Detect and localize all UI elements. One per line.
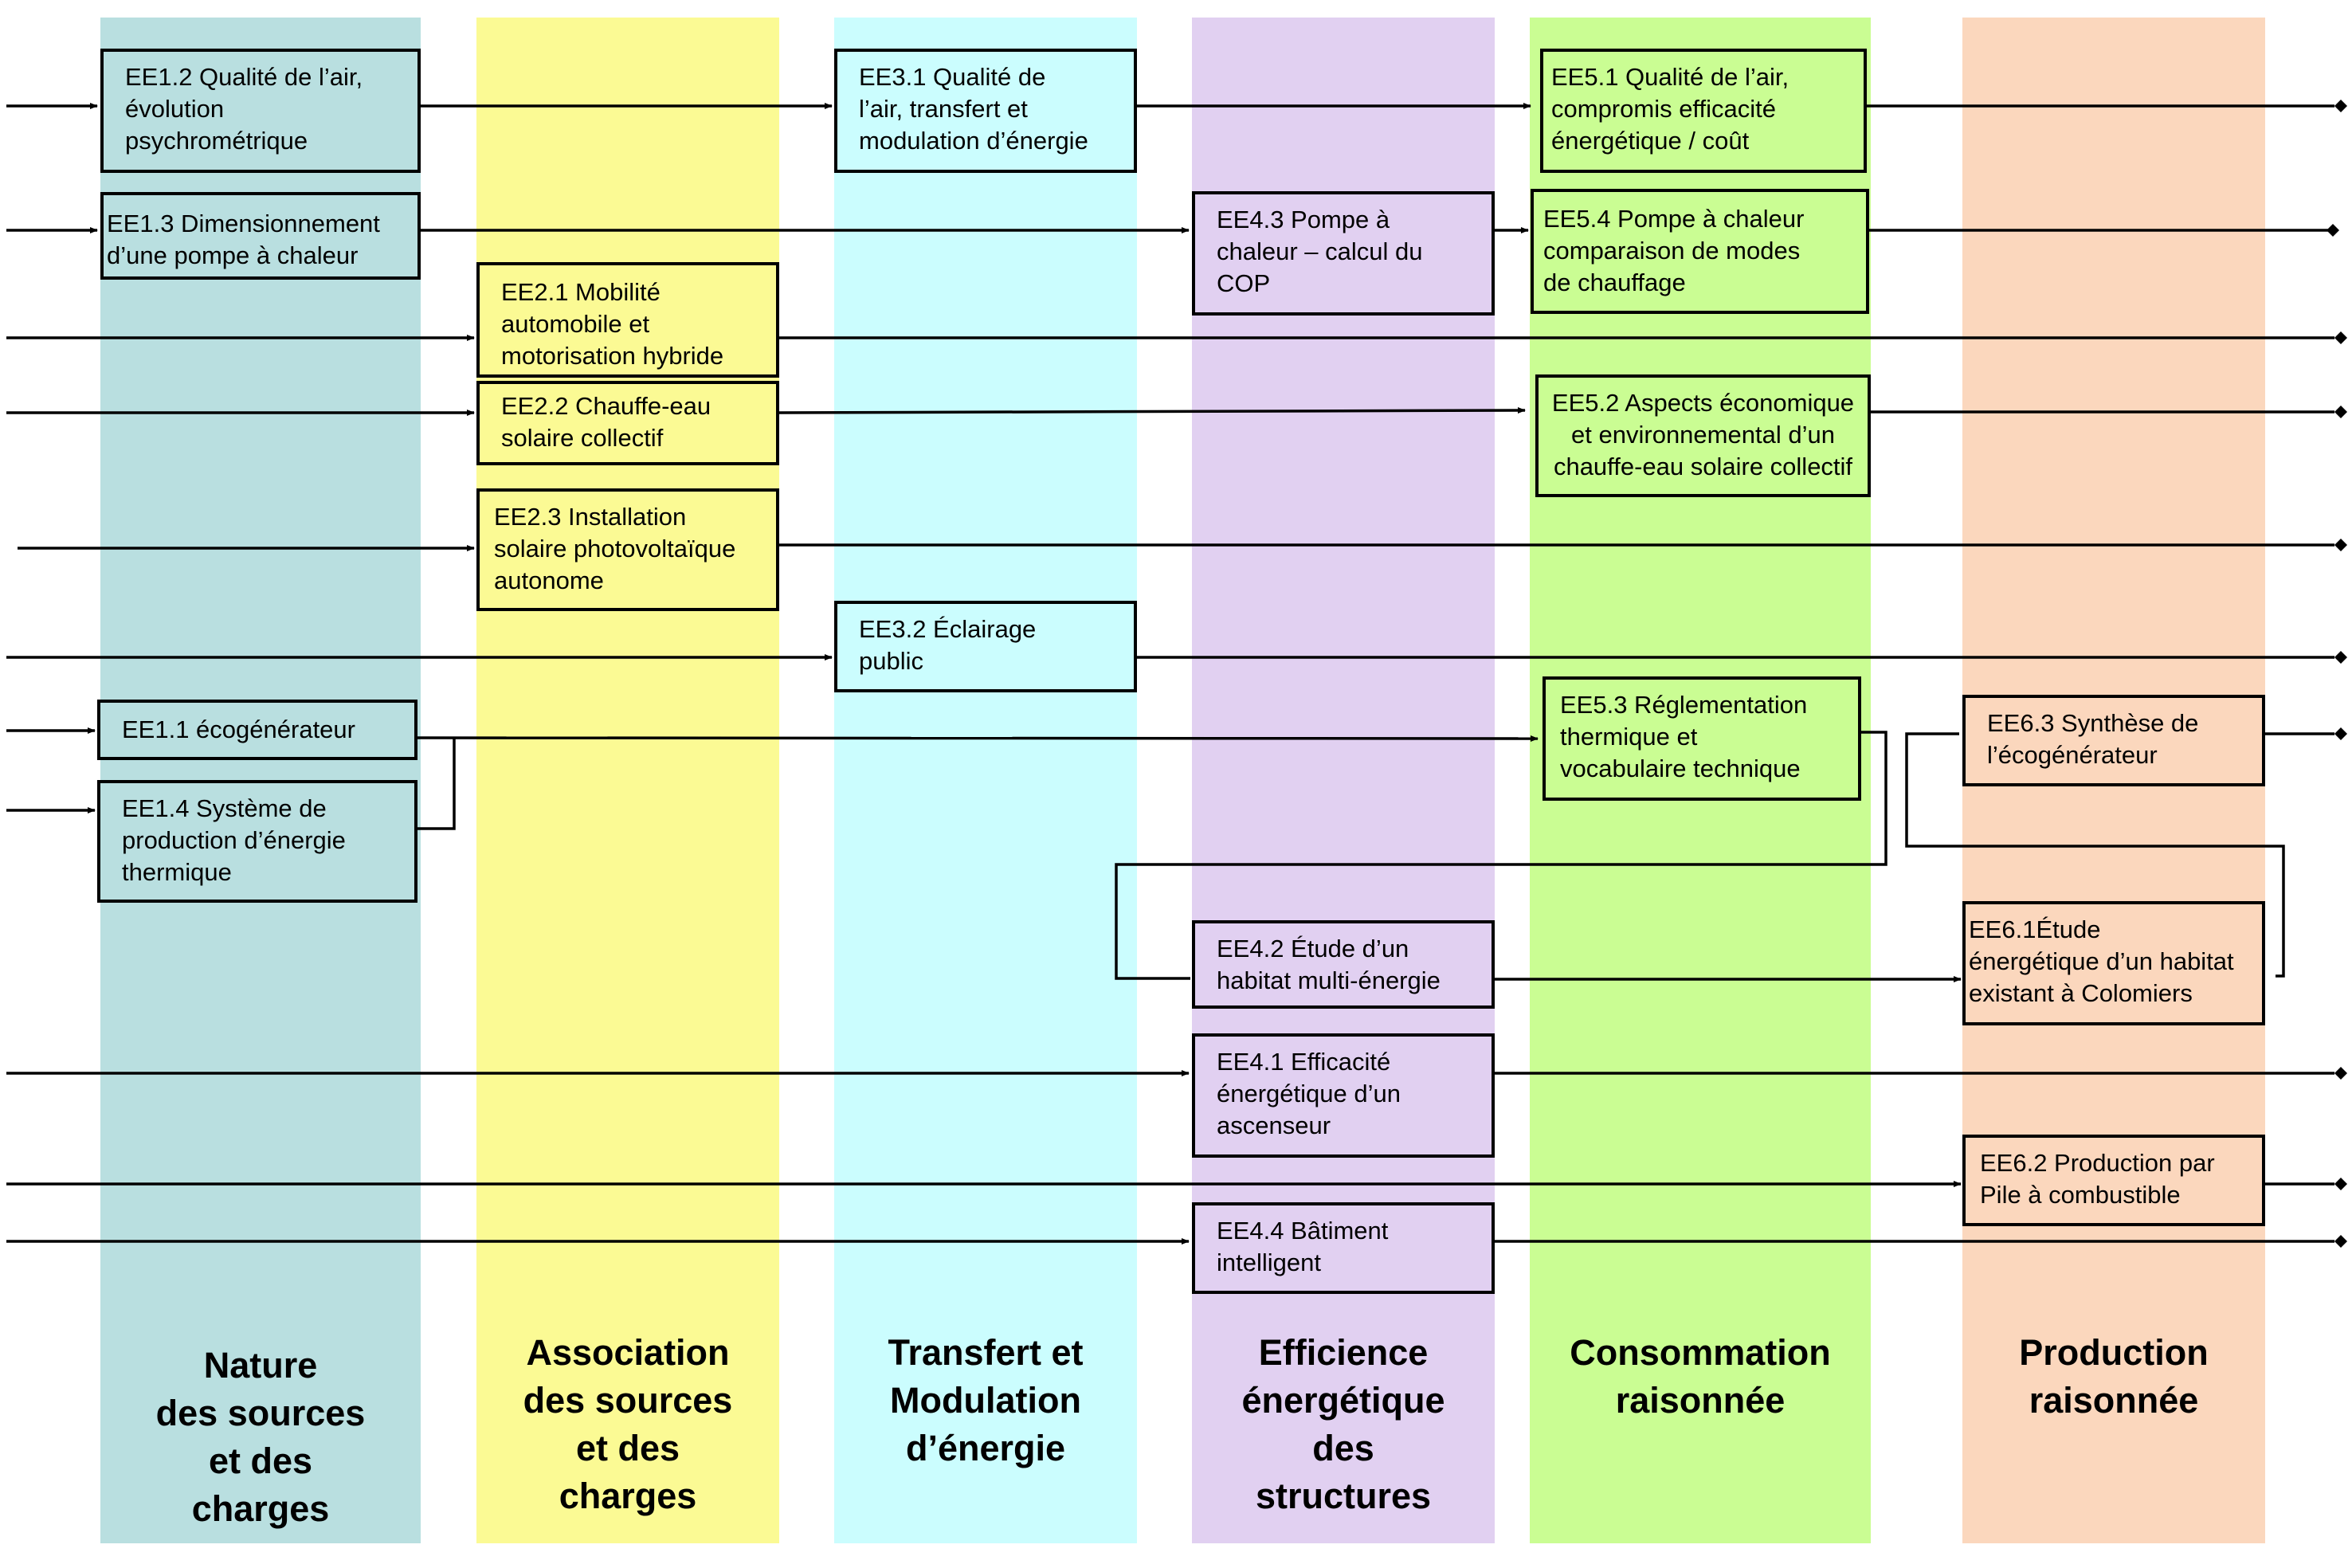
box-ee3-1: EE3.1 Qualité de l’air, transfert et mod… <box>834 49 1137 173</box>
box-ee4-1: EE4.1 Efficacité énergétique d’un ascens… <box>1192 1033 1495 1158</box>
box-ee4-3: EE4.3 Pompe à chaleur – calcul du COP <box>1192 191 1495 316</box>
column-title-3: Transfert et Modulation d’énergie <box>888 1332 1084 1468</box>
column-title-5: Consommation raisonnée <box>1570 1332 1831 1421</box>
box-ee5-3: EE5.3 Réglementation thermique et vocabu… <box>1543 676 1861 801</box>
column-title-2: Association des sources et des charges <box>523 1332 733 1516</box>
box-ee5-4: EE5.4 Pompe à chaleur comparaison de mod… <box>1531 189 1869 314</box>
column-title-1: Nature des sources et des charges <box>155 1345 366 1529</box>
box-ee4-2: EE4.2 Étude d’un habitat multi-énergie <box>1192 920 1495 1009</box>
box-ee4-4: EE4.4 Bâtiment intelligent <box>1192 1202 1495 1294</box>
box-ee5-2: EE5.2 Aspects économique et environnemen… <box>1535 374 1871 497</box>
box-ee6-1: EE6.1Étude énergétique d’un habitat exis… <box>1962 901 2265 1025</box>
box-ee1-3: EE1.3 Dimensionnement d’une pompe à chal… <box>100 192 421 280</box>
box-ee3-2: EE3.2 Éclairage public <box>834 601 1137 692</box>
box-ee1-1: EE1.1 écogénérateur <box>97 700 417 760</box>
box-ee5-1: EE5.1 Qualité de l’air, compromis effica… <box>1540 49 1867 173</box>
column-title-6: Production raisonnée <box>2019 1332 2209 1421</box>
box-ee2-1: EE2.1 Mobilité automobile et motorisatio… <box>476 262 779 378</box>
column-title-4: Efficience énergétique des structures <box>1241 1332 1445 1516</box>
column-band-3 <box>834 18 1137 1543</box>
box-ee6-3: EE6.3 Synthèse de l’écogénérateur <box>1962 695 2265 786</box>
box-ee2-2: EE2.2 Chauffe-eau solaire collectif <box>476 381 779 465</box>
box-ee1-2: EE1.2 Qualité de l’air, évolution psychr… <box>100 49 421 173</box>
box-ee1-4: EE1.4 Système de production d’énergie th… <box>97 780 417 903</box>
box-ee2-3: EE2.3 Installation solaire photovoltaïqu… <box>476 488 779 611</box>
box-ee6-2: EE6.2 Production par Pile à combustible <box>1962 1135 2265 1226</box>
